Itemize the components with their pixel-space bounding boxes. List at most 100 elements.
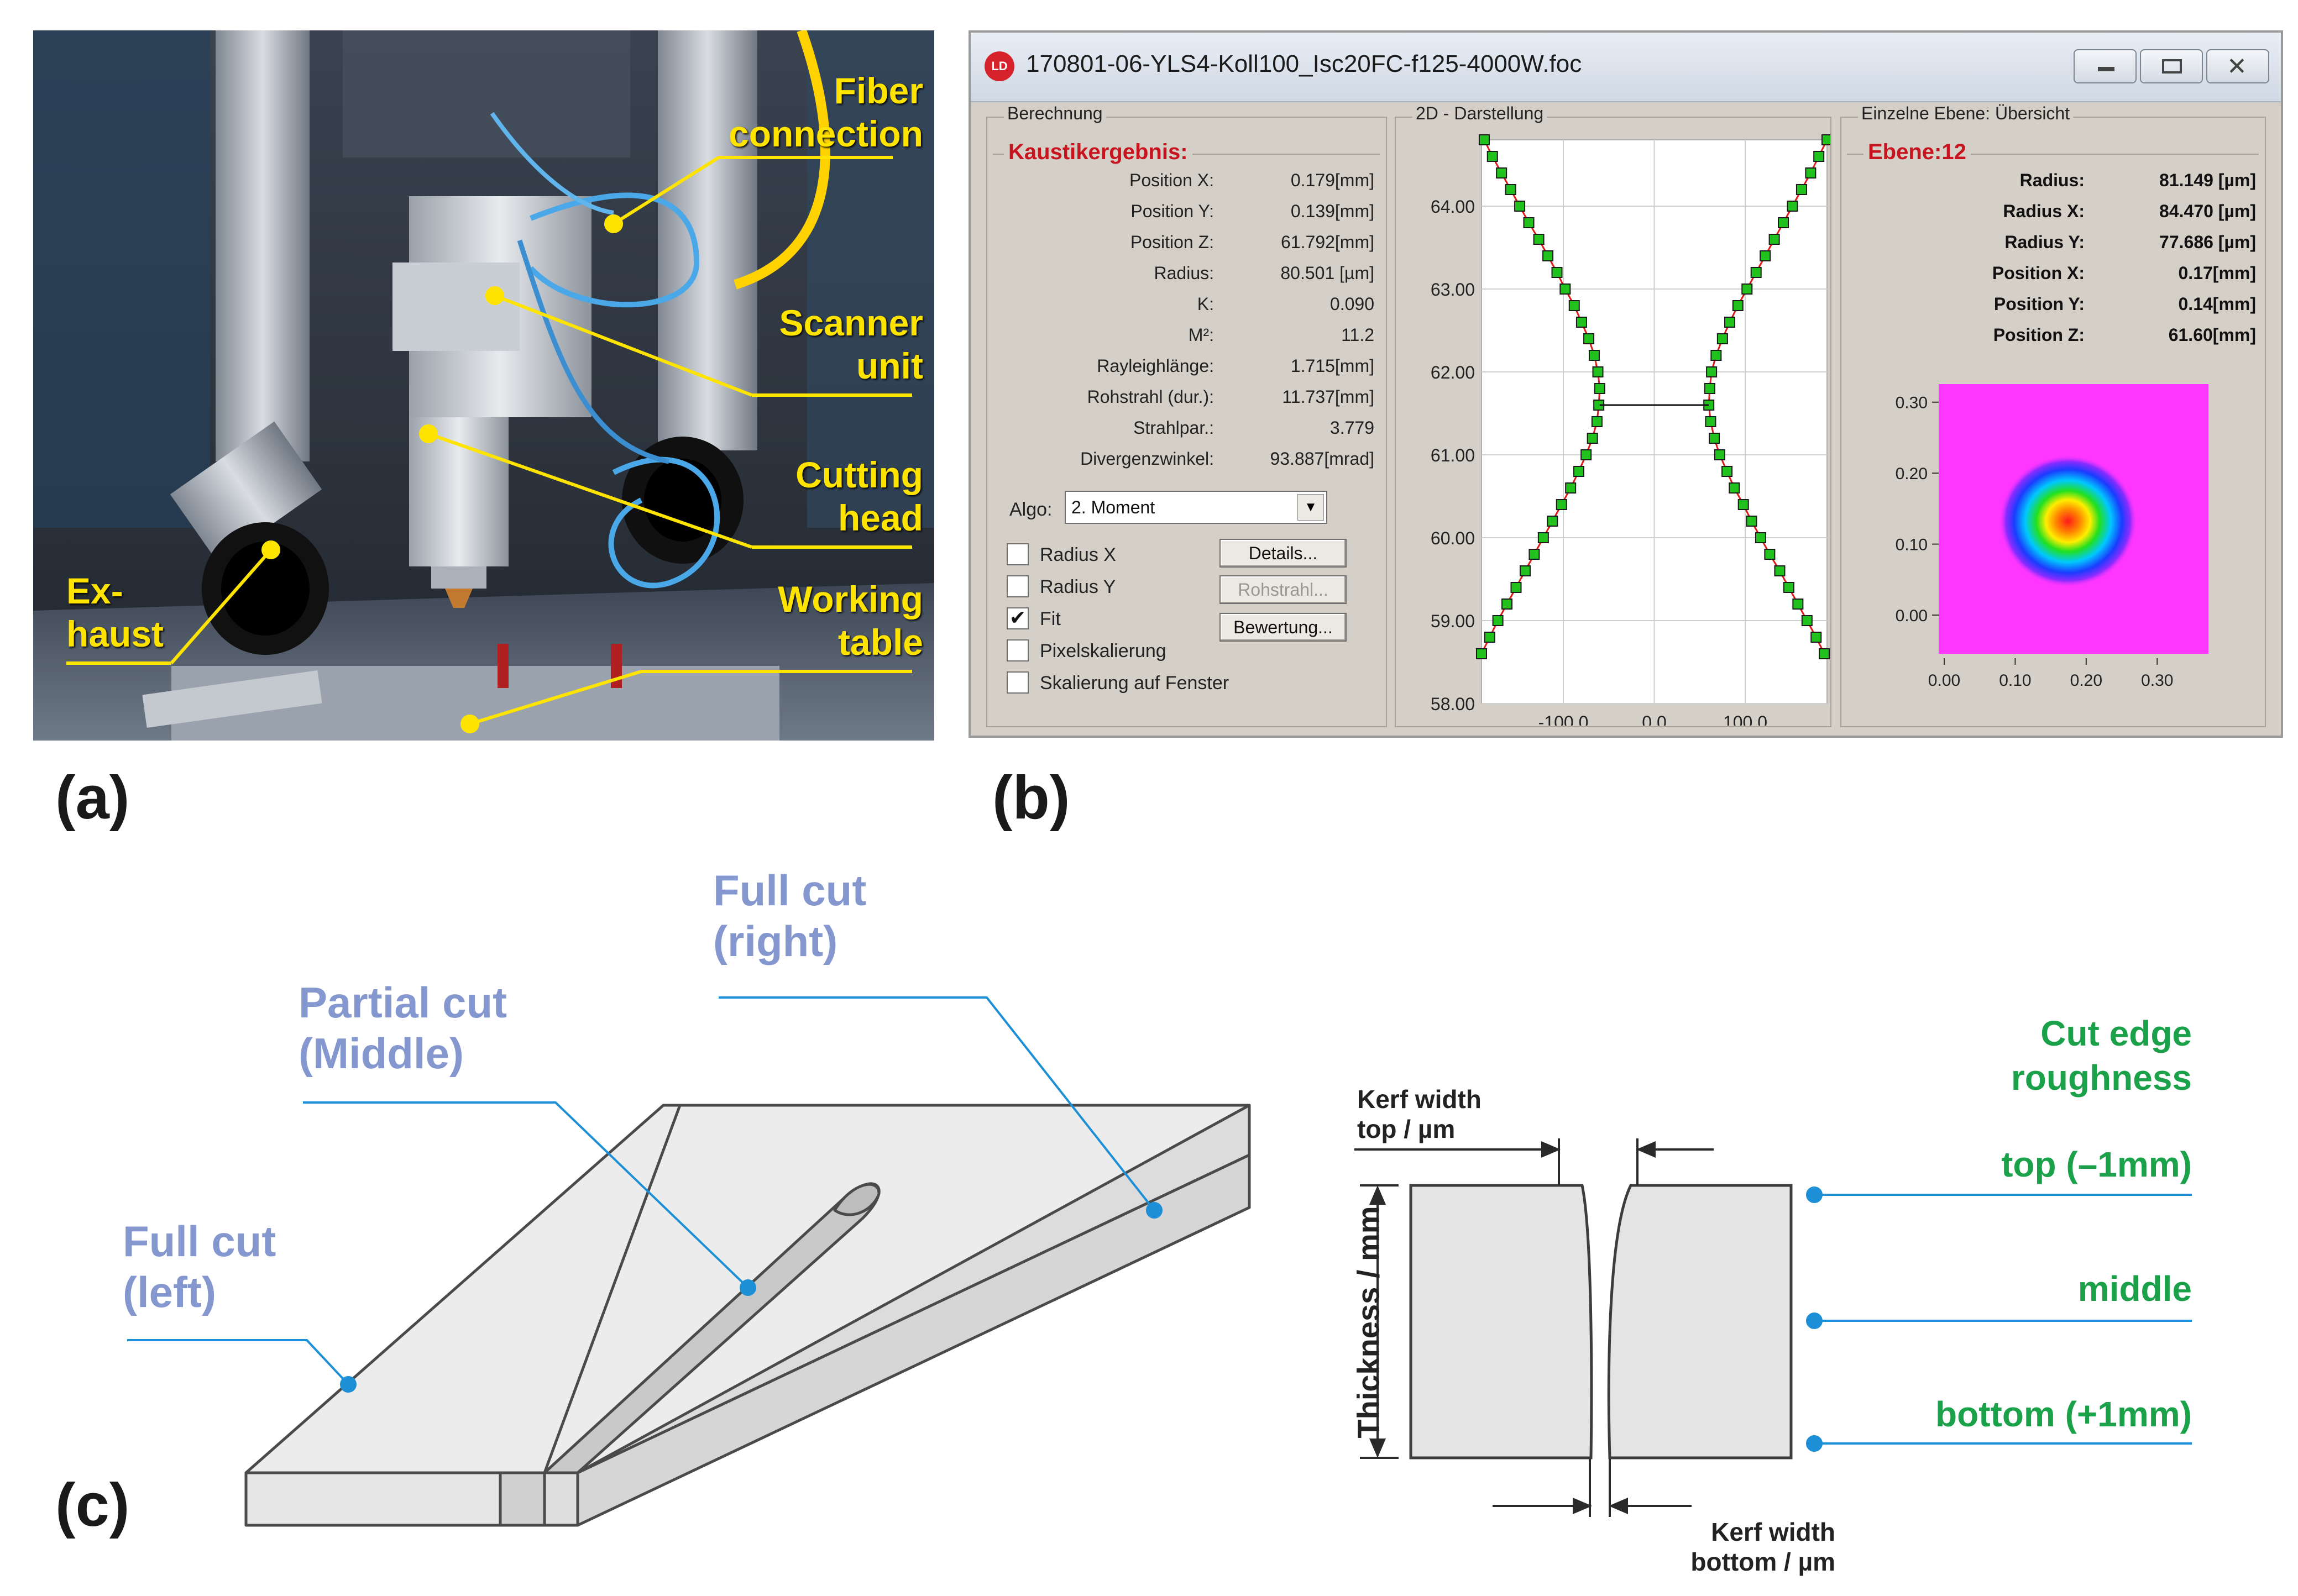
ebene-row-label: Position Y: (1993, 294, 2085, 314)
x-tick-label: 0.0 (1642, 712, 1666, 726)
rohstrahl-button[interactable]: Rohstrahl... (1219, 575, 1347, 604)
callout-working-line1: Working (778, 579, 923, 620)
caustic-data-point (1486, 151, 1498, 162)
caustic-data-point (1528, 549, 1540, 560)
minimize-button[interactable] (2074, 49, 2137, 83)
beam-spot (1999, 455, 2137, 587)
kaustik-row-label: Position Z: (1130, 232, 1214, 252)
maximize-button[interactable] (2140, 49, 2203, 83)
y-tick-label: 63.00 (1431, 280, 1475, 300)
option-checkbox[interactable] (1007, 575, 1029, 597)
close-button[interactable]: ✕ (2206, 49, 2269, 83)
caustic-data-point (1709, 433, 1720, 444)
caustic-data-point (1565, 482, 1577, 494)
caustic-data-point (1706, 366, 1718, 377)
label-partial-cut-line2: (Middle) (299, 1029, 464, 1078)
caustic-data-point (1783, 582, 1794, 593)
label-kerf-bottom-line2: bottom / µm (1690, 1547, 1835, 1576)
beam-x-tick-label: 0.30 (2141, 671, 2173, 690)
callout-fiber-line1: Fiber (834, 70, 923, 111)
bewertung-button[interactable]: Bewertung... (1219, 613, 1347, 642)
caustic-data-point (1476, 648, 1487, 659)
caustic-data-point (1760, 250, 1771, 261)
ebene-row-value: 84.470 [µm] (2159, 201, 2256, 221)
window-titlebar[interactable]: LD 170801-06-YLS4-Koll100_Isc20FC-f125-4… (971, 33, 2281, 102)
caustic-data-point (1787, 201, 1798, 212)
label-full-cut-right: Full cut (right) (713, 865, 866, 967)
caustic-data-point (1714, 449, 1725, 460)
caustic-data-point (1755, 532, 1766, 543)
kaustik-row-value: 0.090 (1329, 294, 1374, 314)
chevron-down-icon[interactable]: ▼ (1297, 494, 1324, 521)
caustic-data-point (1764, 549, 1776, 560)
kaustik-row-label: K: (1197, 294, 1214, 314)
label-full-cut-right-line1: Full cut (713, 866, 867, 915)
kaustik-row-value: 1.715[mm] (1290, 356, 1374, 376)
label-roughness-top: top (–1mm) (2001, 1144, 2192, 1184)
kaustik-row-value: 80.501 [µm] (1280, 263, 1374, 283)
ebene-group: Einzelne Ebene: Übersicht Ebene:12 Radiu… (1840, 103, 2266, 727)
callout-scanner-line1: Scanner (779, 302, 923, 343)
ebene-row-label: Radius X: (2003, 201, 2085, 221)
caustic-data-point (1768, 234, 1780, 245)
ebene-row-label: Radius: (2019, 170, 2085, 190)
caustic-data-point (1537, 532, 1549, 543)
ebene-row-value: 0.17[mm] (2178, 263, 2257, 283)
kaustik-heading: Kaustikergebnis: (1004, 140, 1192, 165)
ebene-title: Einzelne Ebene: Übersicht (1858, 103, 2074, 124)
callout-scanner-unit: Scanner unit (719, 301, 923, 387)
option-checkbox[interactable] (1007, 671, 1029, 694)
caustic-data-point (1592, 366, 1604, 377)
option-checkbox[interactable]: ✔ (1007, 607, 1029, 629)
option-checkbox[interactable] (1007, 639, 1029, 662)
caustic-data-point (1732, 300, 1744, 311)
caustic-data-point (1587, 433, 1598, 444)
caustic-data-point (1547, 516, 1558, 527)
y-tick-label: 61.00 (1431, 445, 1475, 465)
callout-scanner-line2: unit (856, 345, 923, 386)
caustic-data-point (1710, 350, 1722, 361)
caustic-data-point (1746, 516, 1757, 527)
kaustik-row-value: 11.2 (1341, 325, 1374, 345)
y-tick-label: 62.00 (1431, 363, 1475, 382)
photo-scene (33, 30, 934, 741)
caustic-data-point (1724, 317, 1736, 328)
option-checkbox[interactable] (1007, 543, 1029, 565)
ebene-row-value: 77.686 [µm] (2159, 232, 2256, 252)
berechnung-group: Berechnung Kaustikergebnis: Position X:0… (986, 103, 1387, 727)
kaustik-row-label: Rayleighlänge: (1097, 356, 1214, 376)
label-partial-cut: Partial cut (Middle) (299, 977, 507, 1079)
kaustik-row-label: Position Y: (1130, 201, 1214, 221)
kaustik-row-label: M²: (1188, 325, 1214, 345)
caustic-data-point (1542, 250, 1554, 261)
caustic-data-point (1559, 284, 1571, 295)
caustic-data-point (1778, 217, 1789, 228)
label-thickness: Thickness / mm (1350, 1206, 1386, 1439)
caustic-data-point (1519, 565, 1531, 576)
caustic-data-point (1510, 582, 1522, 593)
y-tick-label: 58.00 (1431, 694, 1475, 714)
caustic-data-point (1583, 333, 1595, 344)
label-roughness-title: Cut edge roughness (1907, 1011, 2192, 1100)
label-full-cut-left-line1: Full cut (123, 1217, 276, 1266)
caustic-data-point (1796, 184, 1807, 195)
caustic-data-point (1505, 184, 1516, 195)
kaustik-row-value: 11.737[mm] (1282, 387, 1374, 407)
kaustik-row-label: Radius: (1154, 263, 1215, 283)
callout-fiber-connection: Fiber connection (719, 69, 923, 155)
label-roughness-middle: middle (2077, 1269, 2192, 1309)
ebene-row-label: Position X: (1992, 263, 2085, 283)
algo-select[interactable]: 2. Moment ▼ (1065, 491, 1327, 524)
callout-fiber-line2: connection (728, 113, 923, 154)
beam-y-tick-label: 0.00 (1896, 607, 1928, 625)
caustic-data-point (1819, 648, 1830, 659)
caustic-data-point (1523, 217, 1535, 228)
kaustik-row-value: 61.792[mm] (1281, 232, 1374, 252)
details-button[interactable]: Details... (1219, 539, 1347, 568)
caustic-data-point (1514, 201, 1526, 212)
option-checkbox-label: Pixelskalierung (1040, 641, 1166, 662)
caustic-data-point (1805, 167, 1817, 179)
